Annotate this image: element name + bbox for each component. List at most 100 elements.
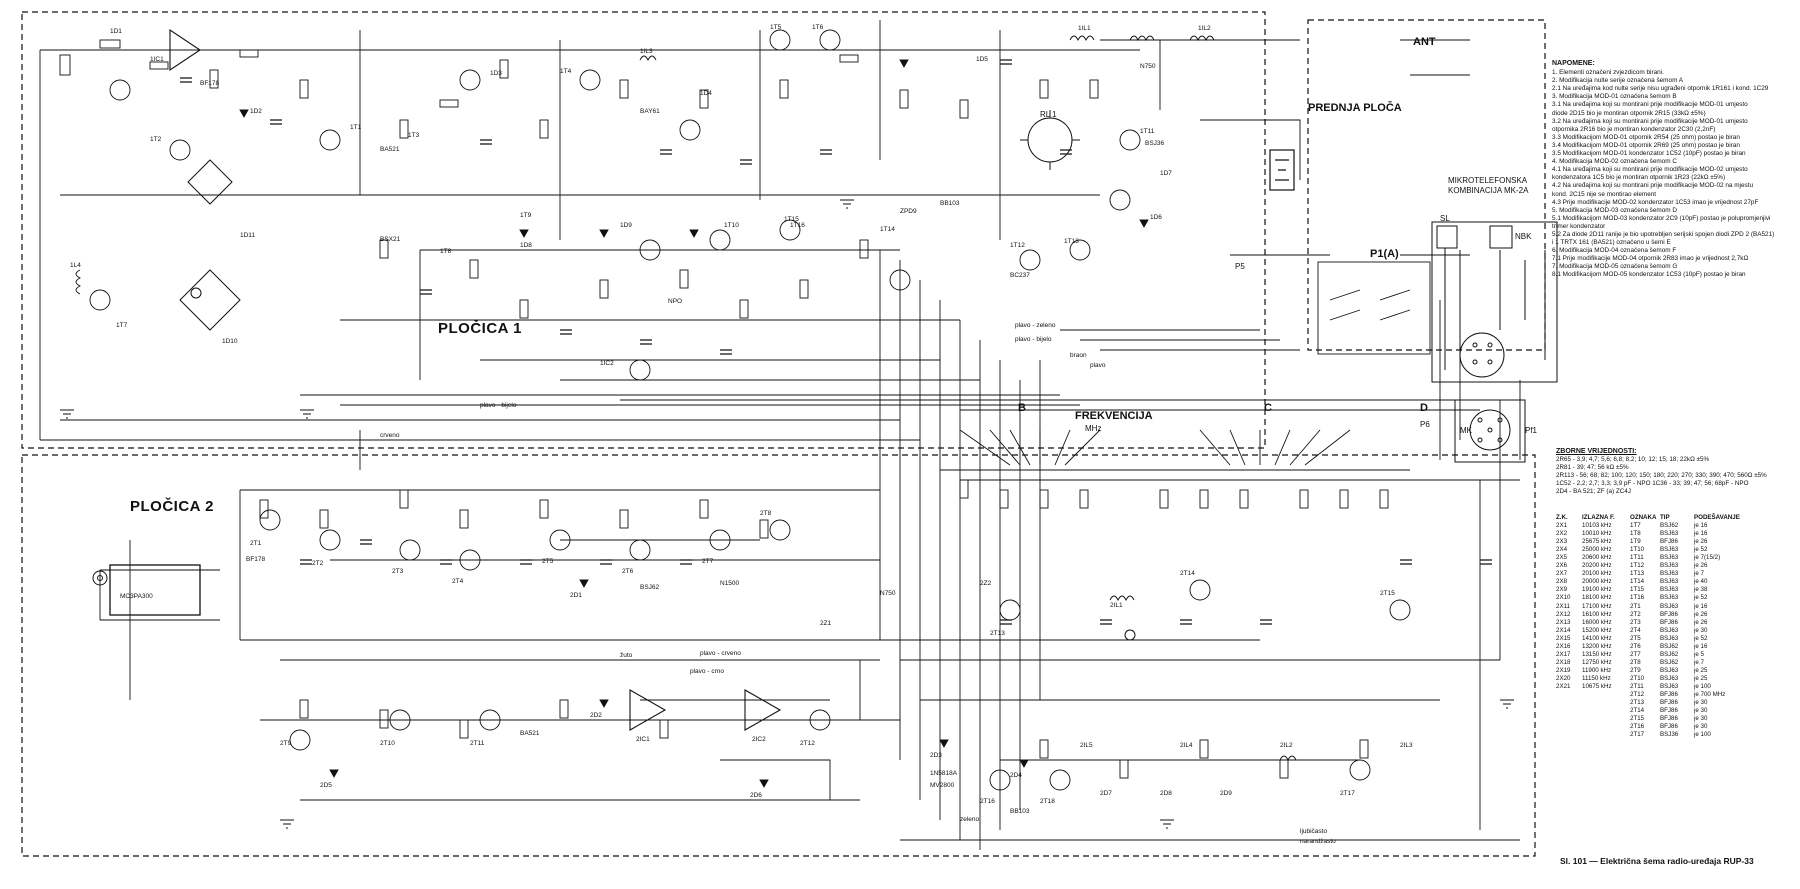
component-ref: 1D10	[222, 338, 238, 345]
note-line: 3.1 Na uređajima koji su montirani prije…	[1552, 101, 1748, 109]
crystal-table-cell: je 100	[1694, 682, 1711, 690]
battery	[1269, 149, 1295, 191]
crystal-table-cell: 2X2	[1556, 530, 1568, 538]
crystal-table-cell: 1T7	[1630, 522, 1641, 530]
crystal-table-cell: 2X12	[1556, 610, 1571, 618]
crystal-table-cell	[1556, 699, 1582, 707]
note-line: trimer kondenzator	[1552, 222, 1606, 230]
component-ref: 2D5	[320, 782, 332, 789]
component-ref: 1D8	[520, 242, 532, 249]
crystal-table-cell: je 30	[1694, 707, 1708, 715]
crystal-table-cell: 2X18	[1556, 658, 1571, 666]
crystal-table-header: Z.K. IZLAZNA F. OZNAKA TIP PODEŠAVANJE	[1556, 514, 1796, 522]
crystal-table-cell: BSJ63	[1660, 626, 1679, 634]
crystal-table-cell: 2T13	[1630, 699, 1645, 707]
component-ref: N750	[880, 590, 896, 597]
crystal-table-cell: 1T15	[1630, 586, 1645, 594]
crystal-table-cell: 19100 kHz	[1582, 586, 1612, 594]
component-ref: 1T11	[1140, 128, 1155, 135]
crystal-table-cell: je 52	[1694, 594, 1708, 602]
crystal-table-cell: 13200 kHz	[1582, 642, 1612, 650]
crystal-table-cell: BFJ86	[1660, 618, 1678, 626]
crystal-table-cell: 1T16	[1630, 594, 1645, 602]
note-line: 3.3 Modifikacijom MOD-01 otpornik 2R54 (…	[1552, 133, 1740, 141]
crystal-table-cell: BSJ62	[1660, 522, 1679, 530]
component-ref: MV2800	[930, 782, 955, 789]
crystal-table-cell: 2T10	[1630, 674, 1645, 682]
note-line: 8.1 Modifikacijom MOD-05 kondenzator 1C5…	[1552, 271, 1746, 279]
crystal-table-cell	[1582, 691, 1630, 699]
crystal-table-cell: 2X17	[1556, 650, 1571, 658]
crystal-table-cell: BSJ63	[1660, 634, 1679, 642]
note-line: 4.1 Na uređajima koji su montirani prije…	[1552, 166, 1748, 174]
selected-value-line: 2R81 - 39; 47; 56 kΩ ±5%	[1556, 463, 1629, 471]
crystal-table-cell	[1582, 723, 1630, 731]
component-ref: 2T7	[702, 558, 714, 565]
note-line: 7.1 Prije modifikacije MOD-04 otpornik 2…	[1552, 255, 1749, 263]
diodes	[239, 59, 1149, 788]
note-line: 3.2 Na uređajima koji su montirani prije…	[1552, 117, 1748, 125]
component-ref: 1L4	[70, 262, 81, 269]
component-ref: 2D8	[1160, 790, 1172, 797]
component-ref: 2IC1	[636, 736, 650, 743]
crystal-table-cell: je 7	[1694, 658, 1704, 666]
crystal-table-cell: je 7	[1694, 570, 1704, 578]
component-ref: 2IL3	[1400, 742, 1413, 749]
switch-d-label: D	[1420, 402, 1428, 414]
note-line: 7. Modifikacija MOD-05 označena šemom G	[1552, 263, 1678, 271]
component-ref: 1D11	[240, 232, 256, 239]
crystal-table-cell: je 7(15/2)	[1694, 554, 1721, 562]
crystal-table-cell: 2T4	[1630, 626, 1641, 634]
component-ref: 1T2	[150, 136, 162, 143]
component-ref: 1IL1	[1078, 25, 1091, 32]
crystal-table-cell: je 30	[1694, 699, 1708, 707]
component-ref: 1T14	[880, 226, 895, 233]
selected-value-line: 2R113 - 56; 68; 82; 100; 120; 150; 180; …	[1556, 471, 1767, 479]
crystal-table-cell: 1T10	[1630, 546, 1645, 554]
p1a-label: P1(A)	[1370, 248, 1399, 260]
crystal-table-cell	[1582, 699, 1630, 707]
component-ref: 2T13	[990, 630, 1005, 637]
crystal-table-cell: BFJ86	[1660, 538, 1678, 546]
crystal-table-cell: BFJ86	[1660, 715, 1678, 723]
crystal-table-cell: je 30	[1694, 723, 1708, 731]
crystal-table-cell: je 25	[1694, 666, 1708, 674]
crystal-table-cell: 2X10	[1556, 594, 1571, 602]
capacitors	[180, 59, 1492, 625]
plocica1-label: PLOČICA 1	[438, 320, 522, 337]
frequency-switch	[940, 409, 1440, 471]
crystal-table-cell: BSJ62	[1660, 642, 1679, 650]
crystal-table-cell: 2T14	[1630, 707, 1645, 715]
mk-connector	[1454, 399, 1526, 463]
note-line: i 1 TRTX 161 (BA521) označeno u šemi E	[1552, 239, 1671, 247]
crystal-header-cell: PODEŠAVANJE	[1694, 514, 1740, 521]
note-line: 3. Modifikacija MOD-01 označena šemom B	[1552, 93, 1677, 101]
crystal-table-cell: 2X3	[1556, 538, 1568, 546]
crystal-table-cell: je 5	[1694, 650, 1704, 658]
component-ref: BSJ62	[640, 584, 660, 591]
component-ref: 2IL4	[1180, 742, 1193, 749]
crystal-table: Z.K. IZLAZNA F. OZNAKA TIP PODEŠAVANJE 2…	[1556, 514, 1796, 739]
crystal-table-cell: 2T12	[1630, 691, 1645, 699]
component-ref: 1T1	[350, 124, 362, 131]
component-ref: BA521	[380, 146, 400, 153]
crystal-table-cell: 2X5	[1556, 554, 1568, 562]
component-ref: 1N5818A	[930, 770, 958, 777]
crystal-table-cell: BSJ63	[1660, 530, 1679, 538]
component-ref: 1T16	[790, 222, 805, 229]
component-ref: 1D6	[1150, 214, 1162, 221]
crystal-table-cell: je 38	[1694, 586, 1708, 594]
component-ref: 1T4	[560, 68, 572, 75]
crystal-table-cell: BSJ63	[1660, 554, 1679, 562]
crystal-table-cell: 11150 kHz	[1582, 674, 1611, 682]
wire-label: plavo - bijelo	[1015, 336, 1052, 343]
note-line: 4. Modifikacija MOD-02 označena šemom C	[1552, 158, 1678, 166]
